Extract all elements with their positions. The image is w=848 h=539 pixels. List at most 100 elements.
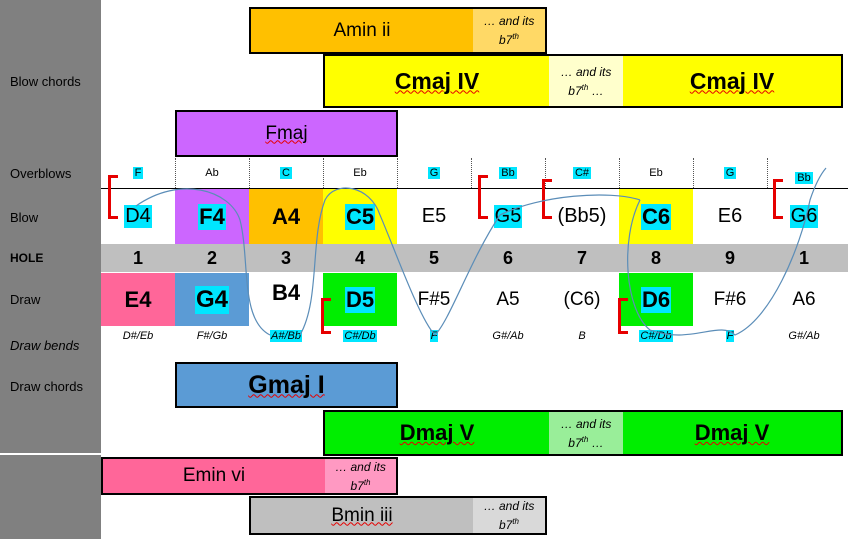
chord-bmin-extra-text: … and its [483, 499, 535, 513]
chord-bmin-sup: th [512, 517, 519, 526]
chord-cmaj-ellipsis: … [588, 83, 604, 98]
blow-note: G6 [789, 205, 819, 228]
overblow-hole-7: C# [545, 158, 619, 188]
draw-bend-note: B [578, 330, 586, 342]
chord-amin-name: Amin ii [333, 19, 391, 41]
draw-bend-note: C#/Db [639, 330, 673, 342]
chord-dmaj-name-2: Dmaj V [694, 420, 770, 445]
overblow-hole-5: G [397, 158, 471, 188]
blow-note: (Bb5) [557, 205, 607, 227]
hole-number: 8 [650, 247, 661, 268]
draw-note-hole-3: B4 [249, 273, 323, 313]
connection-curve [299, 187, 381, 336]
draw-note-hole-9: F#6 [693, 273, 767, 326]
draw-note: A5 [496, 288, 520, 310]
label-draw-bends: Draw bends [10, 338, 80, 353]
blow-note-hole-4: C5 [323, 189, 397, 244]
label-draw-chords: Draw chords [10, 379, 83, 394]
draw-bend-hole-7: B [545, 326, 619, 346]
hole-number: 5 [428, 247, 439, 268]
blow-note: A4 [271, 203, 301, 229]
chord-cmaj-sup: th [581, 82, 589, 92]
overblow-note: Eb [649, 167, 663, 179]
draw-cell-bg-emin [101, 273, 175, 326]
overblow-divider [249, 158, 250, 188]
blow-note: F4 [198, 203, 226, 230]
draw-note: G4 [194, 285, 229, 314]
overblow-note: G [723, 167, 737, 179]
draw-bend-note: G#/Ab [788, 330, 820, 342]
row-label-sidebar [0, 0, 101, 539]
draw-bend-note: A#/Bb [270, 330, 302, 342]
overblow-divider [767, 158, 768, 188]
overblow-note: C# [572, 167, 592, 179]
draw-note-hole-4: D5 [323, 273, 397, 326]
chord-amin-b7: b7 [498, 33, 513, 47]
hole-number: 2 [206, 247, 217, 268]
overblow-divider [619, 158, 620, 188]
octave-bracket-marker [321, 298, 331, 334]
chord-emin-name: Emin vi [182, 465, 246, 486]
draw-note: F#5 [417, 288, 451, 310]
overblow-divider [545, 158, 546, 188]
chord-dmaj-b7: b7 [568, 435, 582, 450]
blow-note: G5 [493, 205, 523, 228]
chord-bmin-name: Bmin iii [331, 504, 393, 526]
octave-bracket-marker [542, 179, 552, 219]
draw-note-hole-6: A5 [471, 273, 545, 326]
draw-note-hole-5: F#5 [397, 273, 471, 326]
octave-bracket-marker [108, 175, 118, 219]
chord-emin-sup: th [363, 477, 371, 487]
draw-note: D5 [344, 286, 376, 313]
hole-number: 9 [724, 247, 735, 268]
chord-cmaj-name: Cmaj IV [394, 67, 480, 94]
draw-note-hole-8: D6 [619, 273, 693, 326]
chord-amin-extra-text: … and its [483, 14, 535, 28]
hole-number: 1 [798, 247, 809, 268]
overblow-divider [471, 158, 472, 188]
blow-note-hole-5: E5 [397, 189, 471, 244]
overblow-hole-9: G [693, 158, 767, 188]
overblow-note: Bb [795, 172, 813, 184]
draw-bend-hole-2: F#/Gb [175, 326, 249, 346]
overblow-note: Ab [205, 167, 219, 179]
blow-note-hole-10: G6 [767, 189, 841, 244]
hole-number: 4 [354, 247, 365, 268]
hole-number: 6 [502, 247, 513, 268]
octave-bracket-marker [478, 175, 488, 219]
draw-note: D6 [640, 286, 672, 313]
chord-cmaj-extra-text: … and its [560, 64, 612, 79]
hole-number: 1 [132, 247, 143, 268]
blow-note-hole-8: C6 [619, 189, 693, 244]
hole-number-row [101, 244, 848, 272]
hole-number: 7 [576, 247, 587, 268]
overblow-divider [175, 158, 176, 188]
sidebar-divider [0, 453, 101, 455]
draw-bend-note: F [429, 330, 439, 342]
chord-emin-b7: b7 [350, 478, 364, 493]
chord-cmaj-name-2: Cmaj IV [689, 67, 775, 94]
chord-dmaj-sup: th [581, 434, 589, 444]
label-blow-chords: Blow chords [10, 74, 81, 89]
draw-bend-hole-1: D#/Eb [101, 326, 175, 346]
overblow-hole-1: F [101, 158, 175, 188]
draw-bend-note: F [725, 330, 735, 342]
label-blow: Blow [10, 210, 39, 225]
blow-note-hole-7: (Bb5) [545, 189, 619, 244]
hole-number: 3 [280, 247, 291, 268]
draw-bend-note: D#/Eb [122, 330, 154, 342]
label-draw: Draw [10, 292, 41, 307]
draw-note: B4 [271, 280, 301, 305]
draw-bend-hole-6: G#/Ab [471, 326, 545, 346]
draw-note-hole-1: E4 [101, 273, 175, 326]
blow-note: C5 [344, 203, 376, 230]
chord-gmaj-name: Gmaj I [248, 370, 325, 399]
overblow-divider [323, 158, 324, 188]
